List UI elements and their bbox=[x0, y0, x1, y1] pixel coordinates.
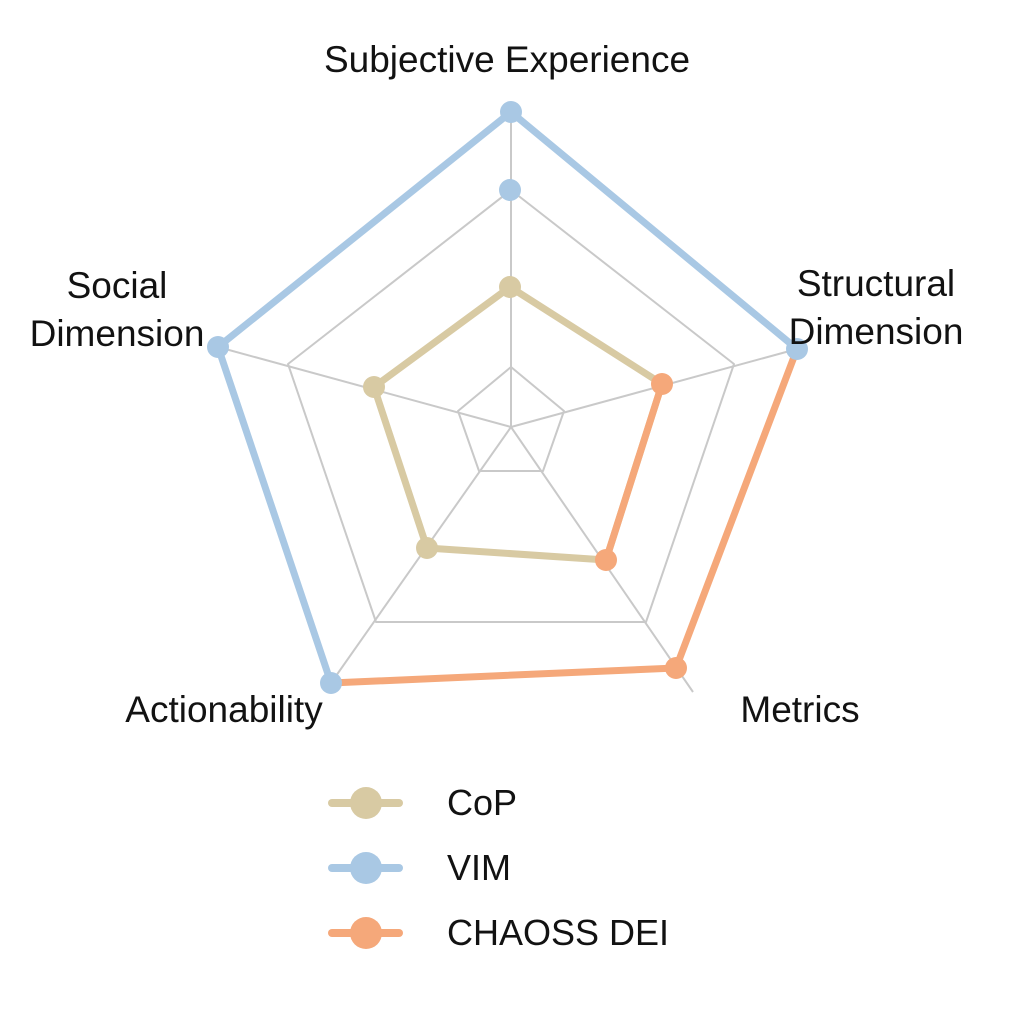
legend-item: VIM bbox=[328, 847, 669, 888]
grid-ring bbox=[457, 366, 565, 472]
legend-label: VIM bbox=[447, 846, 512, 888]
axis-label-actionability: Actionability bbox=[125, 689, 323, 730]
legend-swatch-line-dot-icon bbox=[328, 916, 403, 949]
legend-label: CoP bbox=[447, 781, 518, 823]
axis-label-structural-dimension: Structural Dimension bbox=[788, 263, 964, 352]
legend: CoP VIM CHAOSS DEI bbox=[328, 782, 669, 981]
axis-label-metrics: Metrics bbox=[740, 689, 860, 730]
legend-item: CoP bbox=[328, 782, 669, 823]
series-line-chaoss-outer bbox=[327, 345, 801, 687]
series-dot-chaoss bbox=[651, 373, 673, 395]
legend-swatch-line-dot-icon bbox=[328, 786, 403, 819]
series-dot-vim bbox=[500, 101, 522, 123]
series-line-cop bbox=[370, 283, 666, 564]
series-dot-vim bbox=[786, 338, 808, 360]
series-dot-chaoss bbox=[665, 657, 687, 679]
series-dot-vim bbox=[207, 336, 229, 358]
legend-dot-icon bbox=[349, 786, 382, 819]
series-dot-cop bbox=[499, 276, 521, 298]
series-dot-cop bbox=[416, 537, 438, 559]
legend-item: CHAOSS DEI bbox=[328, 912, 669, 953]
series-dot-cop bbox=[363, 376, 385, 398]
series-dot-vim bbox=[320, 672, 342, 694]
grid-ring bbox=[287, 189, 735, 623]
legend-swatch-line-dot-icon bbox=[328, 851, 403, 884]
series-line-chaoss-inner bbox=[602, 380, 666, 564]
series-line-vim bbox=[214, 108, 801, 687]
series-dot-chaoss bbox=[595, 549, 617, 571]
axis-label-subjective-experience: Subjective Experience bbox=[323, 39, 691, 80]
series-dot-vim bbox=[499, 179, 521, 201]
legend-dot-icon bbox=[349, 851, 382, 884]
legend-label: CHAOSS DEI bbox=[447, 911, 670, 953]
axis-label-social-dimension: Social Dimension bbox=[29, 265, 205, 354]
legend-dot-icon bbox=[349, 916, 382, 949]
